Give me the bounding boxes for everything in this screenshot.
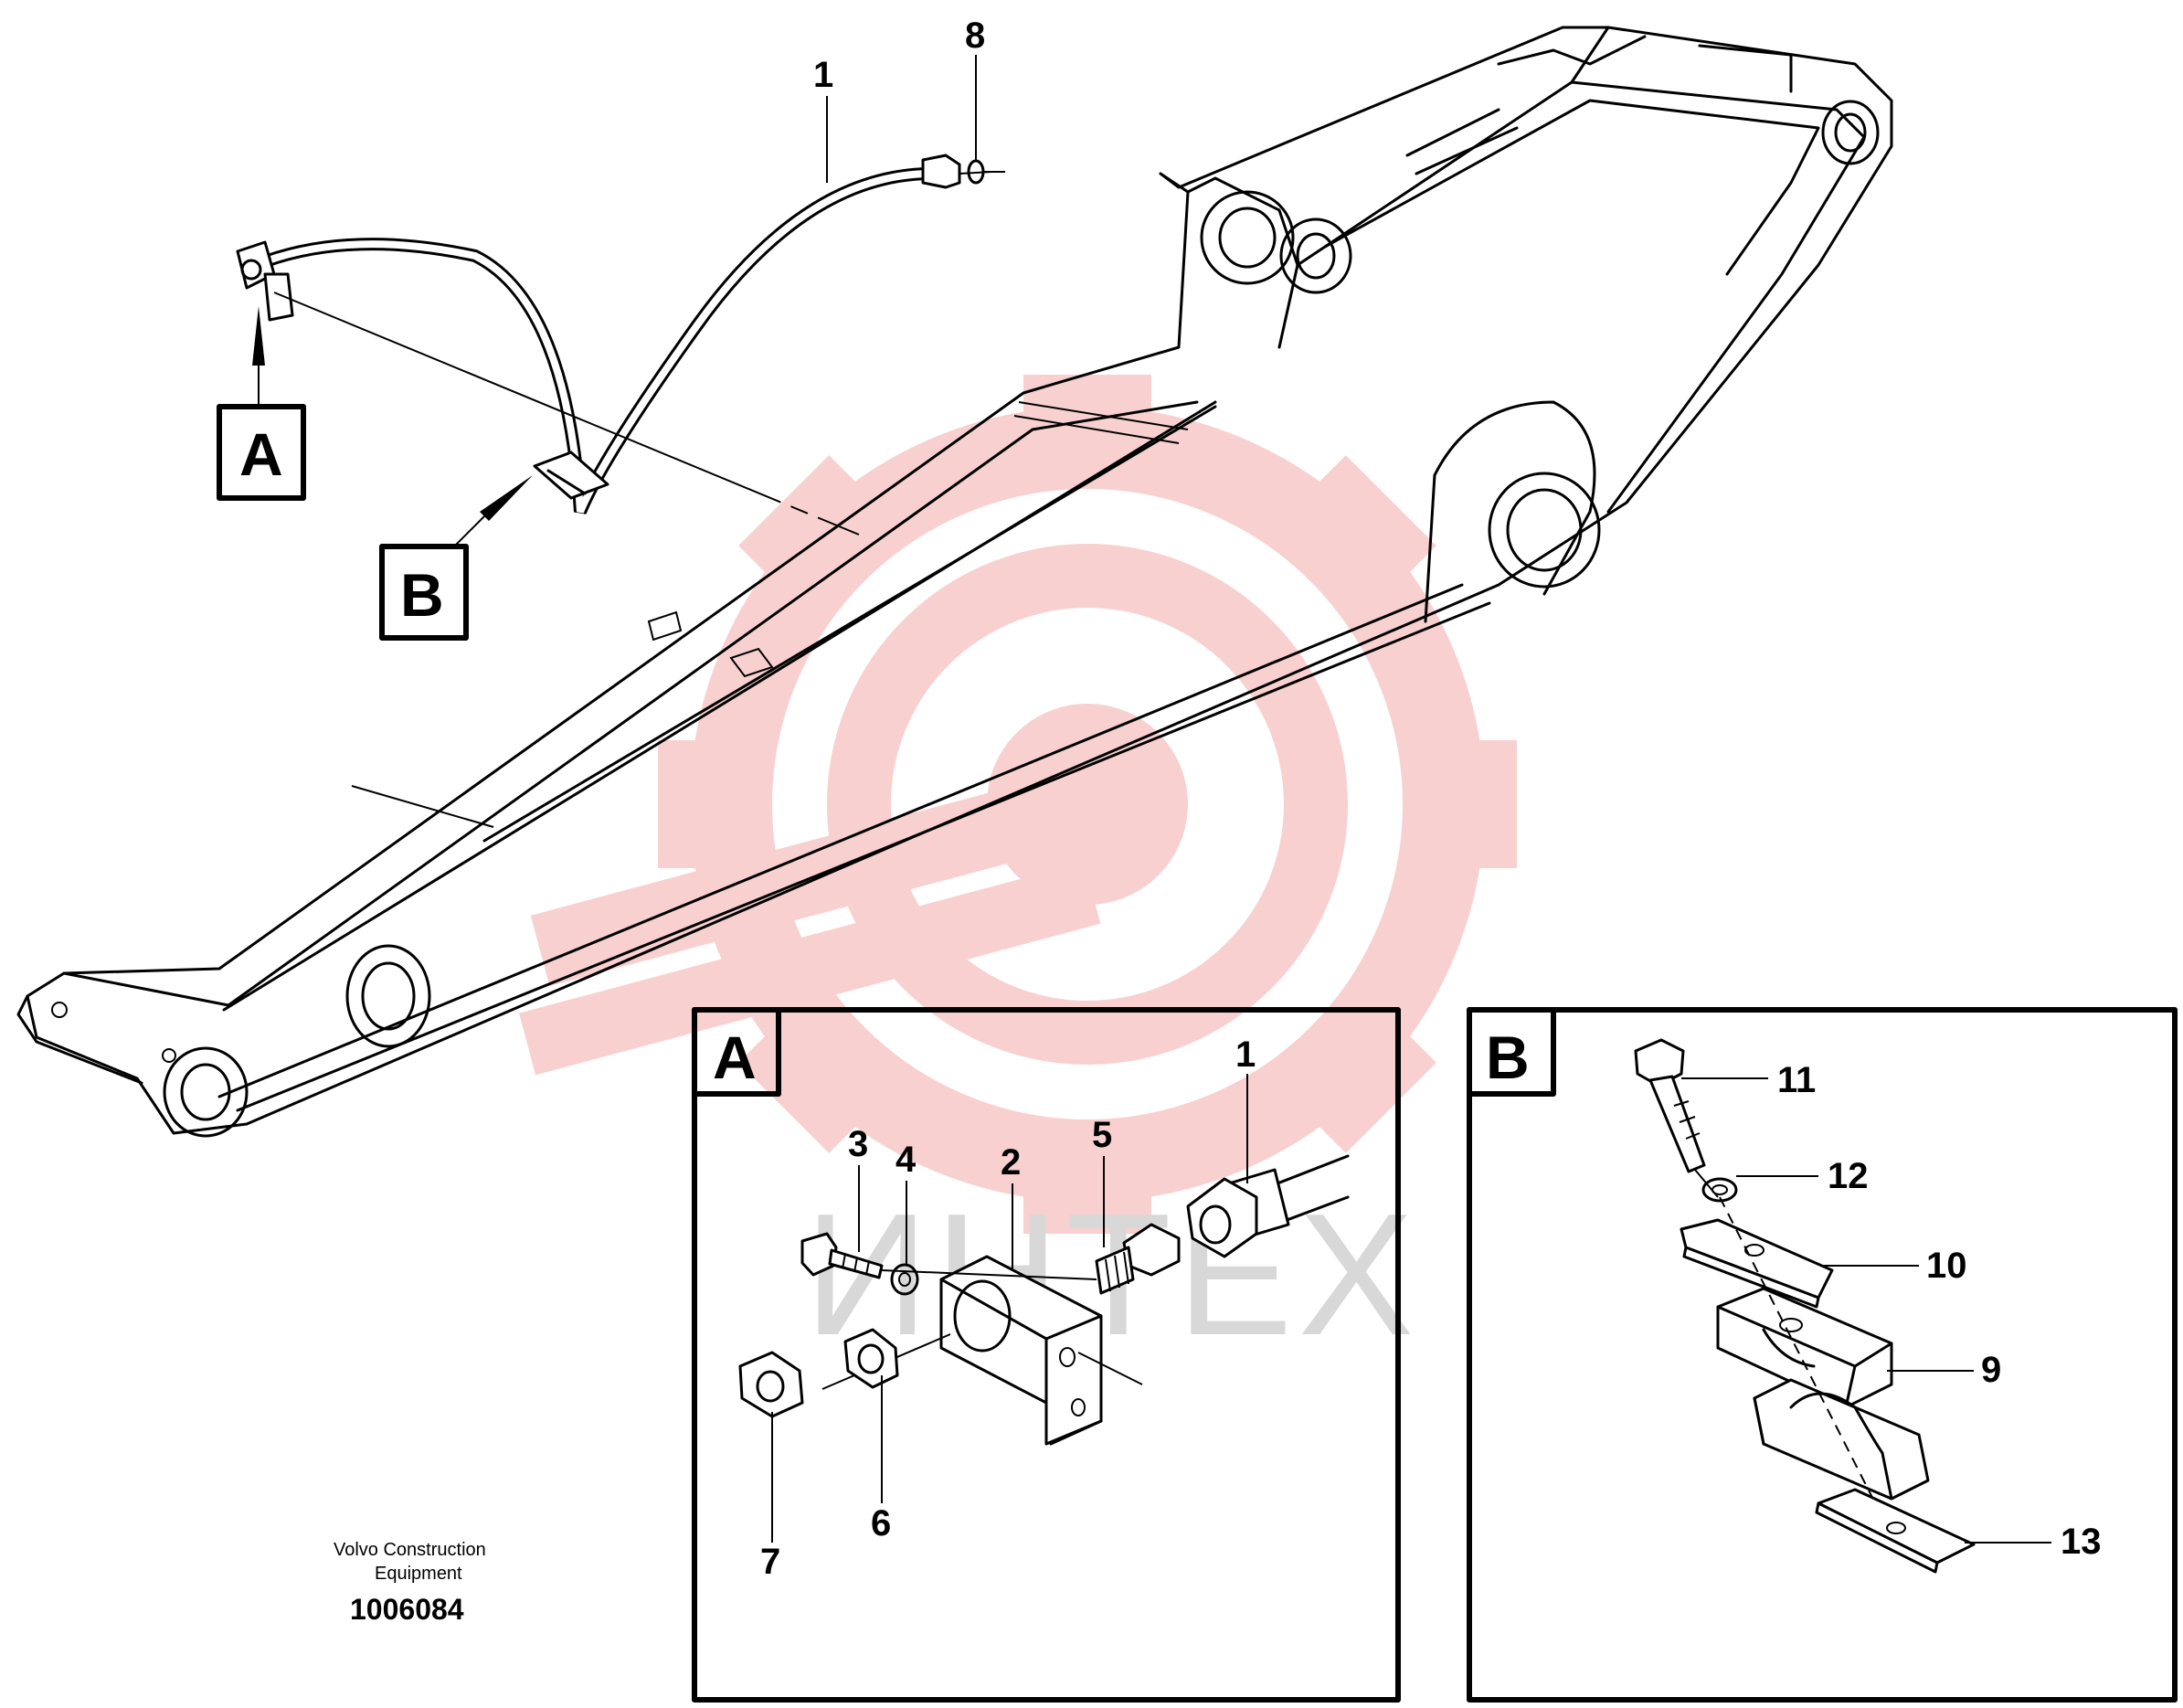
document-number: 1006084 xyxy=(350,1593,464,1626)
svg-text:A: A xyxy=(239,420,283,488)
callout-5: 5 xyxy=(1092,1115,1112,1155)
callout-6: 6 xyxy=(871,1503,891,1544)
detail-a-letter: A xyxy=(713,1024,757,1091)
callout-1-overview: 1 xyxy=(813,55,833,95)
watermark-gear-logo xyxy=(519,375,1517,1234)
callout-9: 9 xyxy=(1981,1350,2001,1390)
boom-drawing xyxy=(16,26,1893,1138)
callout-4: 4 xyxy=(895,1140,917,1180)
svg-text:B: B xyxy=(400,561,444,629)
callout-7: 7 xyxy=(760,1542,780,1582)
view-marker-b: B xyxy=(379,475,533,641)
credit-block: Volvo Construction Equipment 1006084 xyxy=(334,1540,486,1626)
callout-8-overview: 8 xyxy=(965,16,985,56)
callout-10: 10 xyxy=(1926,1246,1967,1286)
callout-1-detail-a: 1 xyxy=(1235,1034,1256,1075)
hose-overview xyxy=(236,154,1005,536)
callout-2: 2 xyxy=(1001,1142,1021,1183)
callout-3: 3 xyxy=(848,1124,868,1164)
callout-11: 11 xyxy=(1777,1060,1816,1100)
detail-b-panel: B 11 12 10 9 xyxy=(1467,1007,2178,1703)
credit-line-1: Volvo Construction xyxy=(334,1540,486,1560)
detail-a-panel: A 1 2 xyxy=(692,1007,1401,1703)
credit-line-2: Equipment xyxy=(375,1564,462,1584)
callout-12: 12 xyxy=(1828,1156,1869,1196)
detail-b-letter: B xyxy=(1486,1024,1530,1091)
callout-13: 13 xyxy=(2061,1522,2102,1562)
view-marker-a: A xyxy=(217,306,306,501)
